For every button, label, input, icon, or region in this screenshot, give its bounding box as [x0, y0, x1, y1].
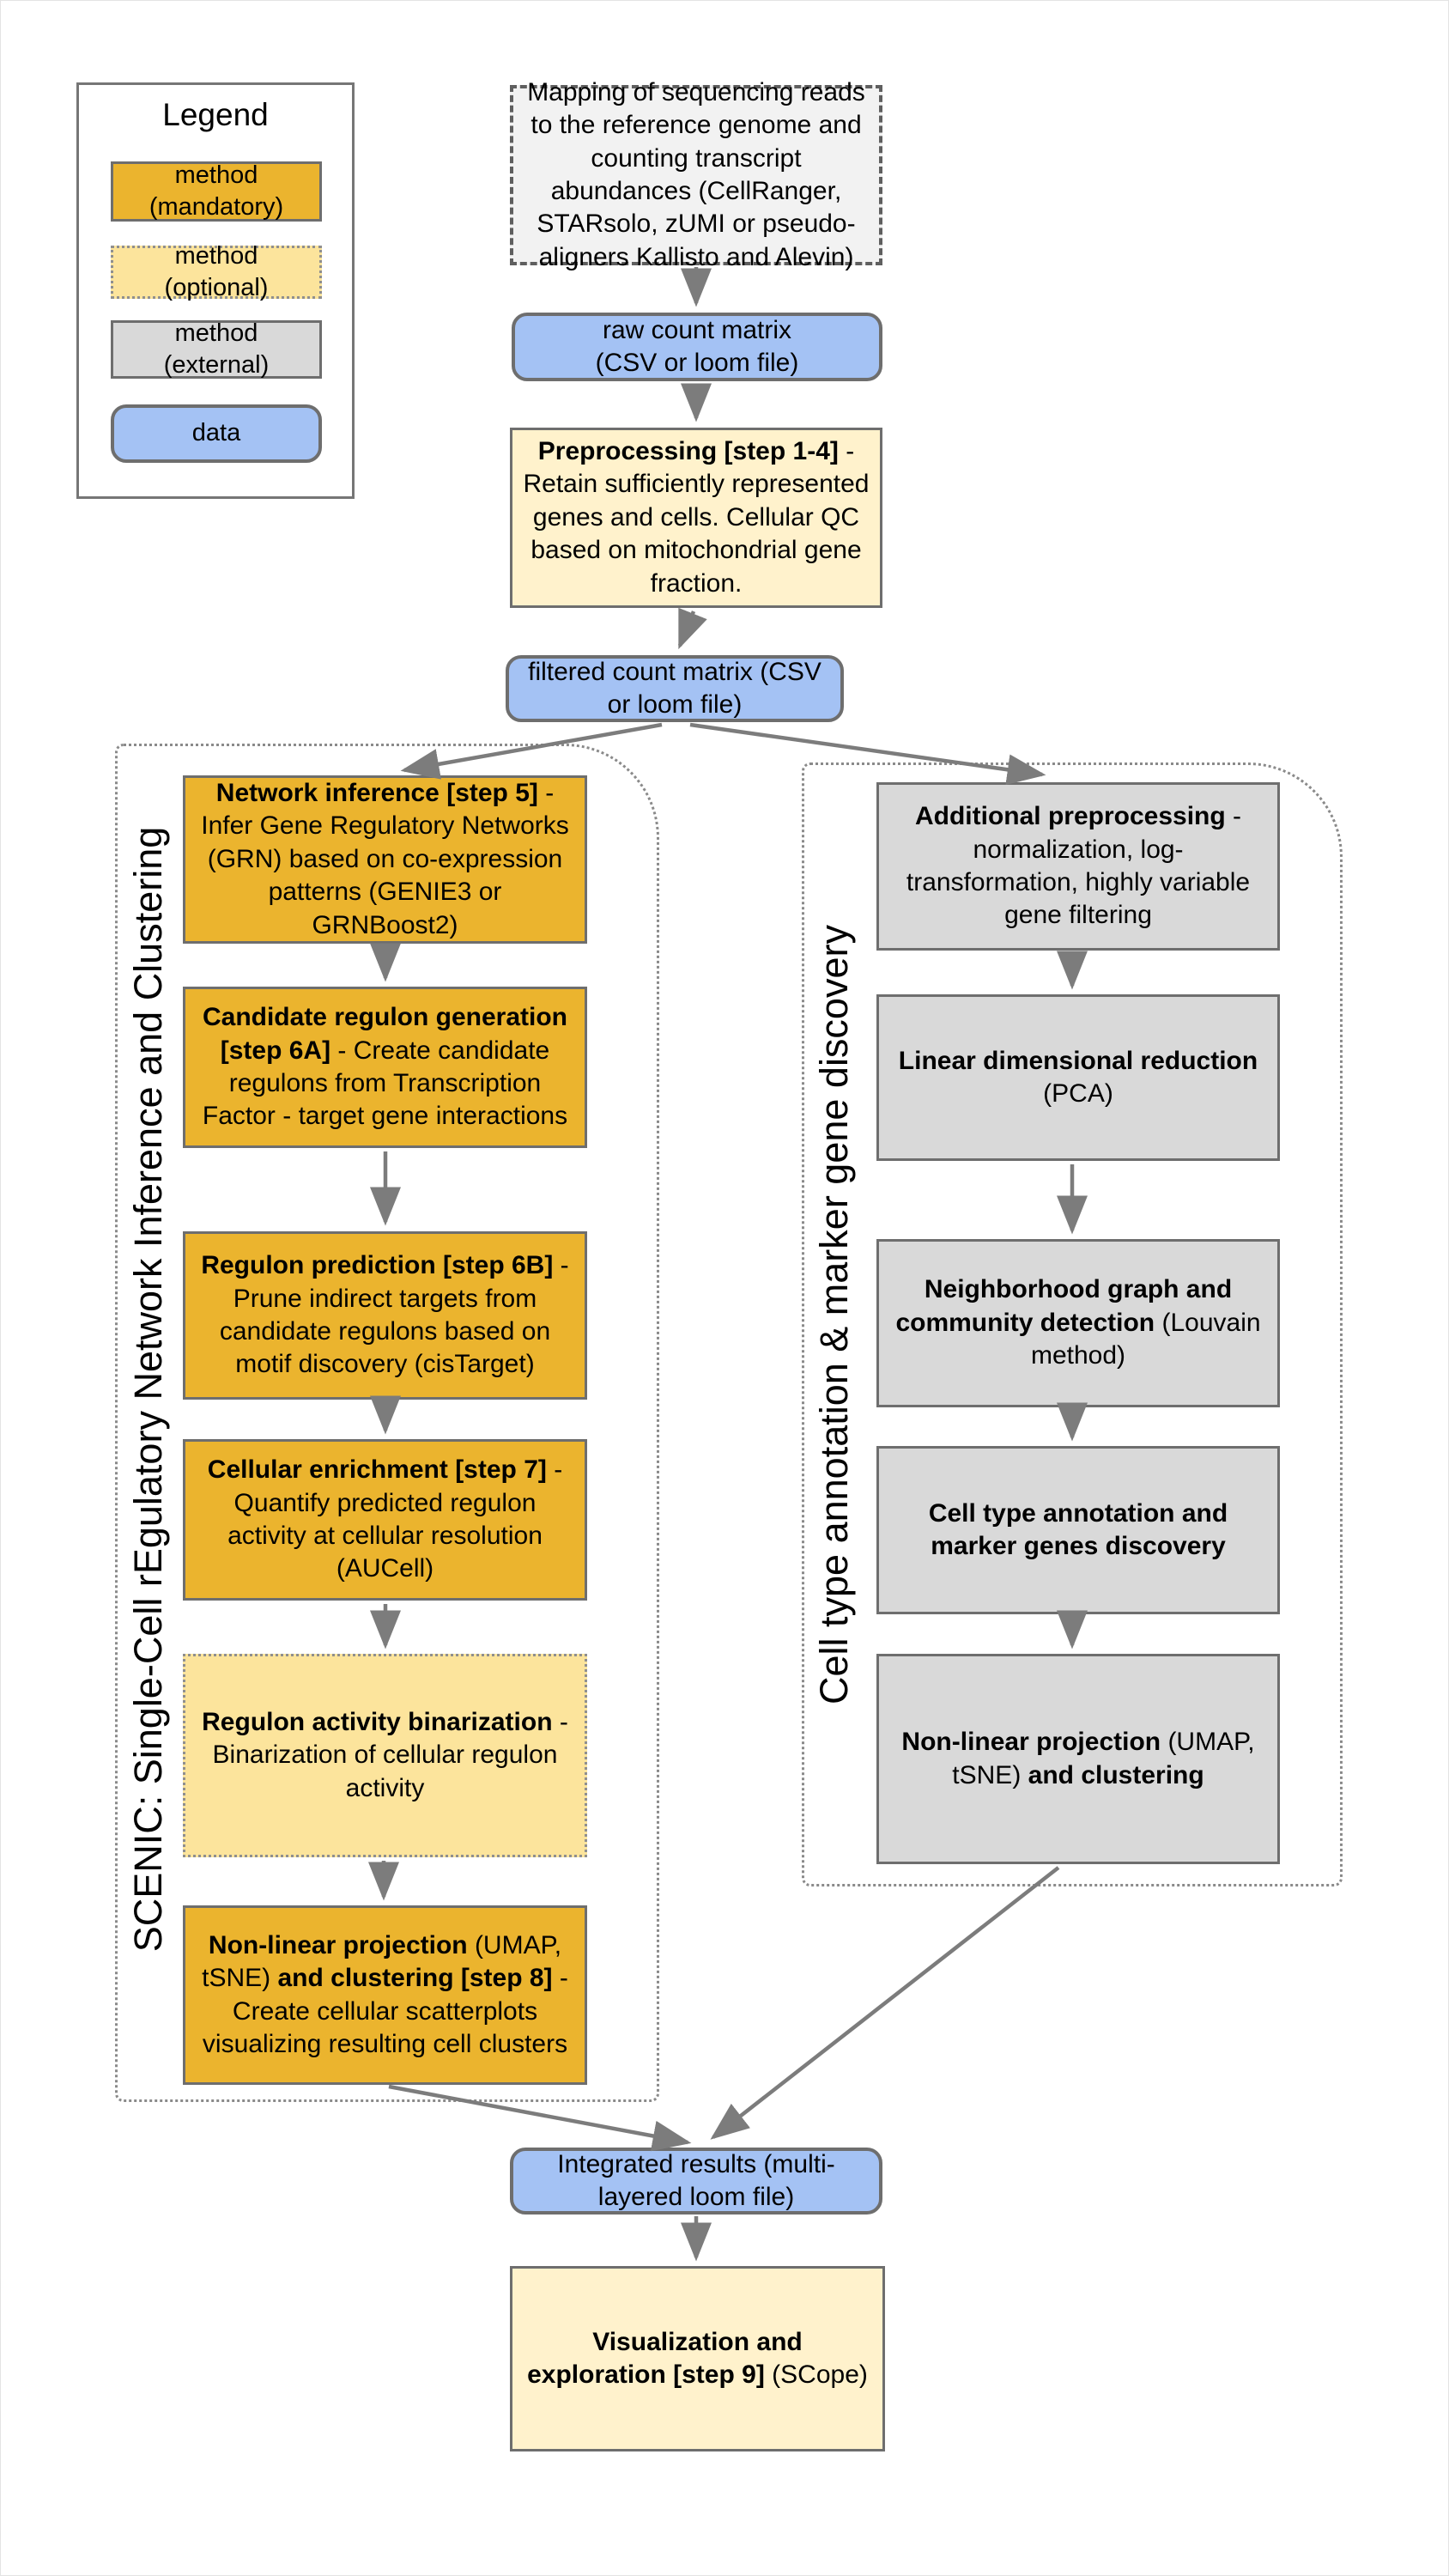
box-nonlinear-projection-scenic-text: Non-linear projection (UMAP, tSNE) and c…	[202, 1930, 568, 2058]
legend-item-method-external-label: method (external)	[163, 319, 270, 379]
legend-item-method-optional-label: method (optional)	[164, 241, 269, 301]
box-cell-type-annotation-text: Cell type annotation and marker genes di…	[928, 1498, 1228, 1560]
box-nonlinear-projection-celltype: Non-linear projection (UMAP, tSNE) and c…	[876, 1654, 1280, 1864]
legend-item-method-mandatory-label: method (mandatory)	[149, 161, 284, 221]
box-candidate-regulon-text: Candidate regulon generation [step 6A] -…	[202, 1003, 568, 1131]
group-scenic-container	[115, 744, 659, 2102]
box-regulon-prediction-text: Regulon prediction [step 6B] - Prune ind…	[201, 1251, 569, 1379]
box-neighborhood-graph-text: Neighborhood graph and community detecti…	[895, 1275, 1261, 1370]
box-regulon-binarization-text: Regulon activity binarization - Binariza…	[202, 1707, 568, 1802]
arrow-nonlinear-celltype-to-integrated	[710, 1866, 1060, 2140]
box-network-inference: Network inference [step 5] - Infer Gene …	[183, 775, 587, 944]
arrow-preprocessing-to-filtered	[677, 607, 707, 650]
legend-title: Legend	[162, 97, 269, 132]
box-preprocessing-text: Preprocessing [step 1-4] - Retain suffic…	[523, 437, 870, 598]
box-nonlinear-projection-scenic: Non-linear projection (UMAP, tSNE) and c…	[183, 1905, 587, 2085]
box-network-inference-text: Network inference [step 5] - Infer Gene …	[201, 779, 569, 939]
box-preprocessing: Preprocessing [step 1-4] - Retain suffic…	[510, 428, 882, 608]
box-filtered-count-matrix-text: filtered count matrix (CSV or loom file)	[528, 657, 822, 719]
box-regulon-prediction: Regulon prediction [step 6B] - Prune ind…	[183, 1231, 587, 1400]
box-mapping-external-text: Mapping of sequencing reads to the refer…	[527, 77, 865, 271]
group-scenic-label: SCENIC: Single-Cell rEgulatory Network I…	[126, 826, 170, 1953]
box-cellular-enrichment: Cellular enrichment [step 7] - Quantify …	[183, 1439, 587, 1601]
box-visualization-exploration: Visualization and exploration [step 9] (…	[510, 2266, 885, 2451]
box-regulon-binarization: Regulon activity binarization - Binariza…	[183, 1654, 587, 1857]
group-celltype-label: Cell type annotation & marker gene disco…	[812, 925, 856, 1704]
box-candidate-regulon: Candidate regulon generation [step 6A] -…	[183, 987, 587, 1148]
box-raw-count-matrix: raw count matrix (CSV or loom file)	[512, 313, 882, 381]
box-filtered-count-matrix: filtered count matrix (CSV or loom file)	[506, 655, 844, 722]
legend-item-method-optional: method (optional)	[111, 242, 322, 301]
box-linear-dim-reduction: Linear dimensional reduction (PCA)	[876, 994, 1280, 1161]
legend-item-method-mandatory: method (mandatory)	[111, 161, 322, 222]
box-integrated-results: Integrated results (multi-layered loom f…	[510, 2148, 882, 2215]
box-linear-dim-reduction-text: Linear dimensional reduction (PCA)	[898, 1046, 1258, 1108]
box-integrated-results-text: Integrated results (multi-layered loom f…	[557, 2149, 835, 2211]
box-nonlinear-projection-celltype-text: Non-linear projection (UMAP, tSNE) and c…	[901, 1728, 1255, 1789]
box-neighborhood-graph: Neighborhood graph and community detecti…	[876, 1239, 1280, 1407]
box-cell-type-annotation: Cell type annotation and marker genes di…	[876, 1446, 1280, 1614]
box-visualization-exploration-text: Visualization and exploration [step 9] (…	[527, 2327, 868, 2389]
box-cellular-enrichment-text: Cellular enrichment [step 7] - Quantify …	[207, 1455, 563, 1583]
box-raw-count-matrix-text: raw count matrix (CSV or loom file)	[595, 315, 799, 377]
box-additional-preprocessing: Additional preprocessing - normalization…	[876, 782, 1280, 951]
box-mapping-external: Mapping of sequencing reads to the refer…	[510, 78, 882, 271]
legend-item-data: data	[111, 404, 322, 463]
box-additional-preprocessing-text: Additional preprocessing - normalization…	[906, 802, 1251, 930]
legend-item-data-label: data	[191, 419, 241, 447]
legend-item-method-external: method (external)	[111, 319, 322, 379]
group-celltype-container	[802, 762, 1343, 1886]
